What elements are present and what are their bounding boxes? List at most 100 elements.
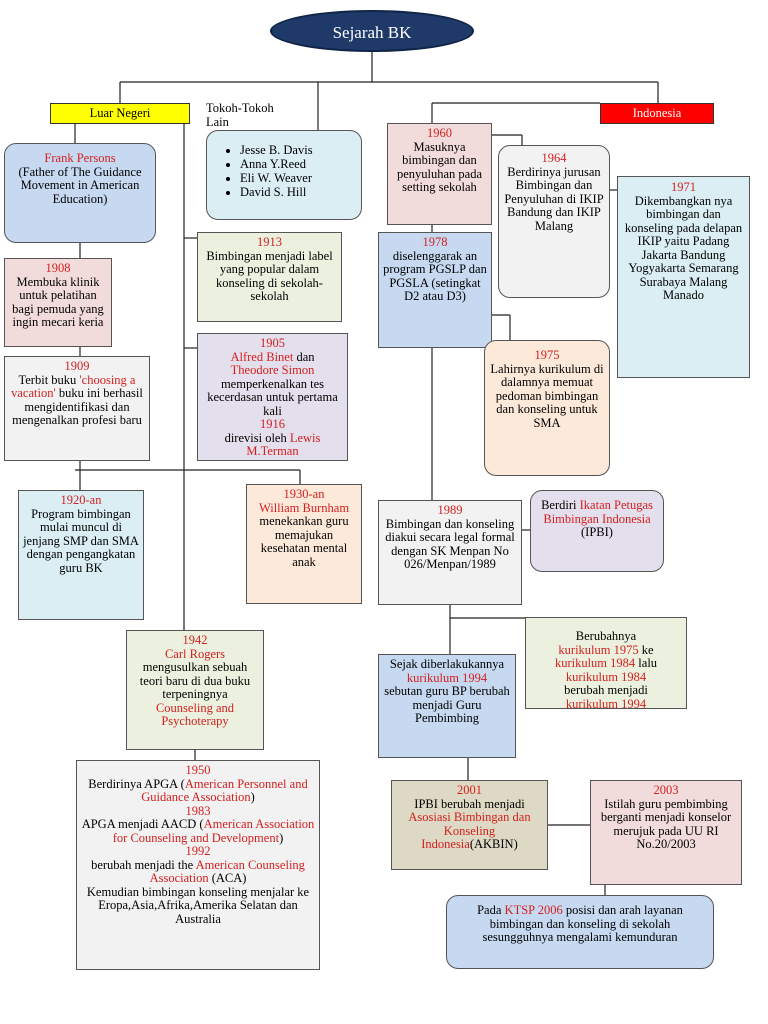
- frank-text: (Father of The Guidance Movement in Amer…: [18, 164, 142, 206]
- text-1909-a: Terbit buku: [18, 372, 77, 387]
- list-item: Anna Y.Reed: [240, 157, 358, 171]
- text-1964: Berdirinya jurusan Bimbingan dan Penyulu…: [504, 164, 604, 233]
- ktsp-text-a: Pada: [477, 903, 505, 917]
- box-1960: 1960 Masuknya bimbingan dan penyuluhan p…: [387, 123, 492, 225]
- text-1978: diselenggarak an program PGSLP dan PGSLA…: [383, 248, 487, 303]
- tokoh-label-line1: Tokoh-Tokoh: [206, 101, 274, 115]
- text-1992-a: berubah menjadi the: [91, 857, 196, 872]
- text-1989: Bimbingan dan konseling diakui secara le…: [385, 516, 515, 571]
- kur-text-c: lalu: [635, 656, 658, 670]
- year-1908: 1908: [45, 261, 71, 275]
- akbin-name: Asosiasi Bimbingan dan Konseling Indones…: [408, 810, 531, 851]
- box-1978: 1978 diselenggarak an program PGSLP dan …: [378, 232, 492, 348]
- year-2003: 2003: [653, 783, 679, 797]
- text-1920: Program bimbingan mulai muncul di jenjan…: [23, 506, 139, 575]
- box-1942: 1942 Carl Rogers mengusulkan sebuah teor…: [126, 630, 264, 750]
- indonesia-tag: Indonesia: [600, 103, 714, 124]
- box-1989: 1989 Bimbingan dan konseling diakui seca…: [378, 500, 522, 605]
- text-1908: Membuka klinik untuk pelatihan bagi pemu…: [12, 274, 104, 329]
- year-1983: 1983: [185, 803, 211, 818]
- year-1913: 1913: [257, 235, 282, 249]
- year-1942: 1942: [182, 633, 208, 647]
- kur-text-b: ke: [638, 642, 654, 657]
- year-1905: 1905: [260, 336, 285, 350]
- text-2003: Istilah guru pembimbing berganti menjadi…: [600, 796, 732, 851]
- ktsp-name: KTSP 2006: [504, 903, 563, 917]
- ktsp-text-b: posisi dan arah layanan bimbingan dan ko…: [482, 903, 683, 944]
- year-1964: 1964: [541, 151, 567, 165]
- year-1992: 1992: [185, 844, 211, 858]
- year-2001: 2001: [457, 783, 482, 797]
- book-1909: 'choosing a vacation': [11, 372, 136, 400]
- ipbi-name: Ikatan Petugas Bimbingan Indonesia: [543, 498, 653, 526]
- year-1920: 1920-an: [60, 493, 102, 507]
- tokoh-label-line2: Lain: [206, 115, 229, 129]
- luar-negeri-tag: Luar Negeri: [50, 103, 190, 124]
- text-1942: mengusulkan sebuah teori baru di dua buk…: [139, 660, 251, 701]
- text-2001-b: (AKBIN): [469, 837, 518, 851]
- box-1905: 1905 Alfred Binet dan Theodore Simon mem…: [197, 333, 348, 461]
- year-1950: 1950: [185, 763, 211, 777]
- list-item: Jesse B. Davis: [240, 143, 358, 157]
- year-1975: 1975: [534, 348, 560, 362]
- text-1975: Lahirnya kurikulum di dalamnya memuat pe…: [490, 361, 604, 430]
- title-oval: Sejarah BK: [270, 10, 474, 52]
- box-1909: 1909 Terbit buku 'choosing a vacation' b…: [4, 356, 150, 461]
- text-1930: menekankan guru memajukan kesehatan ment…: [259, 514, 349, 569]
- text-1916: direvisi oleh: [224, 430, 290, 445]
- ipbi-box: Berdiri Ikatan Petugas Bimbingan Indones…: [530, 490, 664, 572]
- name-rogers: Carl Rogers: [164, 646, 226, 661]
- book-1942: Counseling and Psychoterapy: [155, 700, 235, 728]
- ipbi-text-a: Berdiri: [541, 498, 580, 512]
- year-1909: 1909: [64, 359, 90, 373]
- box-2001: 2001 IPBI berubah menjadi Asosiasi Bimbi…: [391, 780, 548, 870]
- kur-1984-b: kurikulum 1984: [565, 669, 647, 684]
- kur-text-d: berubah menjadi: [564, 683, 648, 697]
- box-2003: 2003 Istilah guru pembimbing berganti me…: [590, 780, 742, 885]
- dan-1905: dan: [293, 349, 315, 364]
- year-1930: 1930-an: [283, 487, 325, 501]
- text-1950-end: Kemudian bimbingan konseling menjalar ke…: [86, 884, 310, 926]
- ipbi-abbr: (IPBI): [581, 525, 613, 539]
- text-1960: Masuknya bimbingan dan penyuluhan pada s…: [396, 139, 483, 194]
- kur-text-a: Berubahnya: [575, 629, 637, 643]
- year-1916: 1916: [260, 417, 285, 431]
- box-1950: 1950 Berdirinya APGA (American Personnel…: [76, 760, 320, 970]
- box-1971: 1971 Dikembangkan nya bimbingan dan kons…: [617, 176, 750, 378]
- text-1983-b: ): [279, 830, 284, 845]
- text-1992-b: (ACA): [208, 871, 247, 885]
- box-1975: 1975 Lahirnya kurikulum di dalamnya memu…: [484, 340, 610, 476]
- text-1983-a: APGA menjadi AACD (: [81, 817, 204, 831]
- frank-name: Frank Persons: [44, 151, 116, 165]
- name-terman: Lewis M.Terman: [246, 430, 321, 458]
- text-1950-a: Berdirinya APGA (: [88, 776, 185, 791]
- apga-name: American Personnel and Guidance Associat…: [141, 776, 308, 804]
- text-1971: Dikembangkan nya bimbingan dan konseling…: [624, 193, 743, 302]
- kur-1975: kurikulum 1975: [558, 642, 639, 657]
- frank-persons-box: Frank Persons (Father of The Guidance Mo…: [4, 143, 156, 243]
- box-1908: 1908 Membuka klinik untuk pelatihan bagi…: [4, 258, 112, 347]
- text-1905: memperkenalkan tes kecerdasan untuk pert…: [207, 376, 338, 418]
- aacd-name: American Association for Counseling and …: [112, 817, 315, 845]
- text-1950-b: ): [250, 790, 255, 804]
- text-1913: Bimbingan menjadi label yang popular dal…: [206, 248, 333, 303]
- tokoh-list: Jesse B. Davis Anna Y.Reed Eli W. Weaver…: [210, 143, 358, 199]
- ktsp-box: Pada KTSP 2006 posisi dan arah layanan b…: [446, 895, 714, 969]
- tokoh-names-box: Jesse B. Davis Anna Y.Reed Eli W. Weaver…: [206, 130, 362, 220]
- list-item: Eli W. Weaver: [240, 171, 358, 185]
- sejak-box: Sejak diberlakukannya kurikulum 1994 seb…: [378, 654, 516, 758]
- text-2001-a: IPBI berubah menjadi: [414, 796, 525, 811]
- box-1964: 1964 Berdirinya jurusan Bimbingan dan Pe…: [498, 145, 610, 298]
- kurikulum-box: Berubahnya kurikulum 1975 ke kurikulum 1…: [525, 617, 687, 709]
- list-item: David S. Hill: [240, 185, 358, 199]
- year-1978: 1978: [422, 235, 448, 249]
- kur-1994: kurikulum 1994: [565, 696, 647, 709]
- year-1989: 1989: [437, 503, 463, 517]
- tokoh-label: Tokoh-Tokoh Lain: [206, 101, 274, 129]
- year-1971: 1971: [671, 180, 696, 194]
- text-1909-b: buku ini berhasil mengidentifikasi dan m…: [12, 386, 143, 427]
- box-1930: 1930-an William Burnham menekankan guru …: [246, 484, 362, 604]
- name-binet: Alfred Binet: [230, 349, 294, 364]
- sejak-1994: kurikulum 1994: [406, 670, 488, 685]
